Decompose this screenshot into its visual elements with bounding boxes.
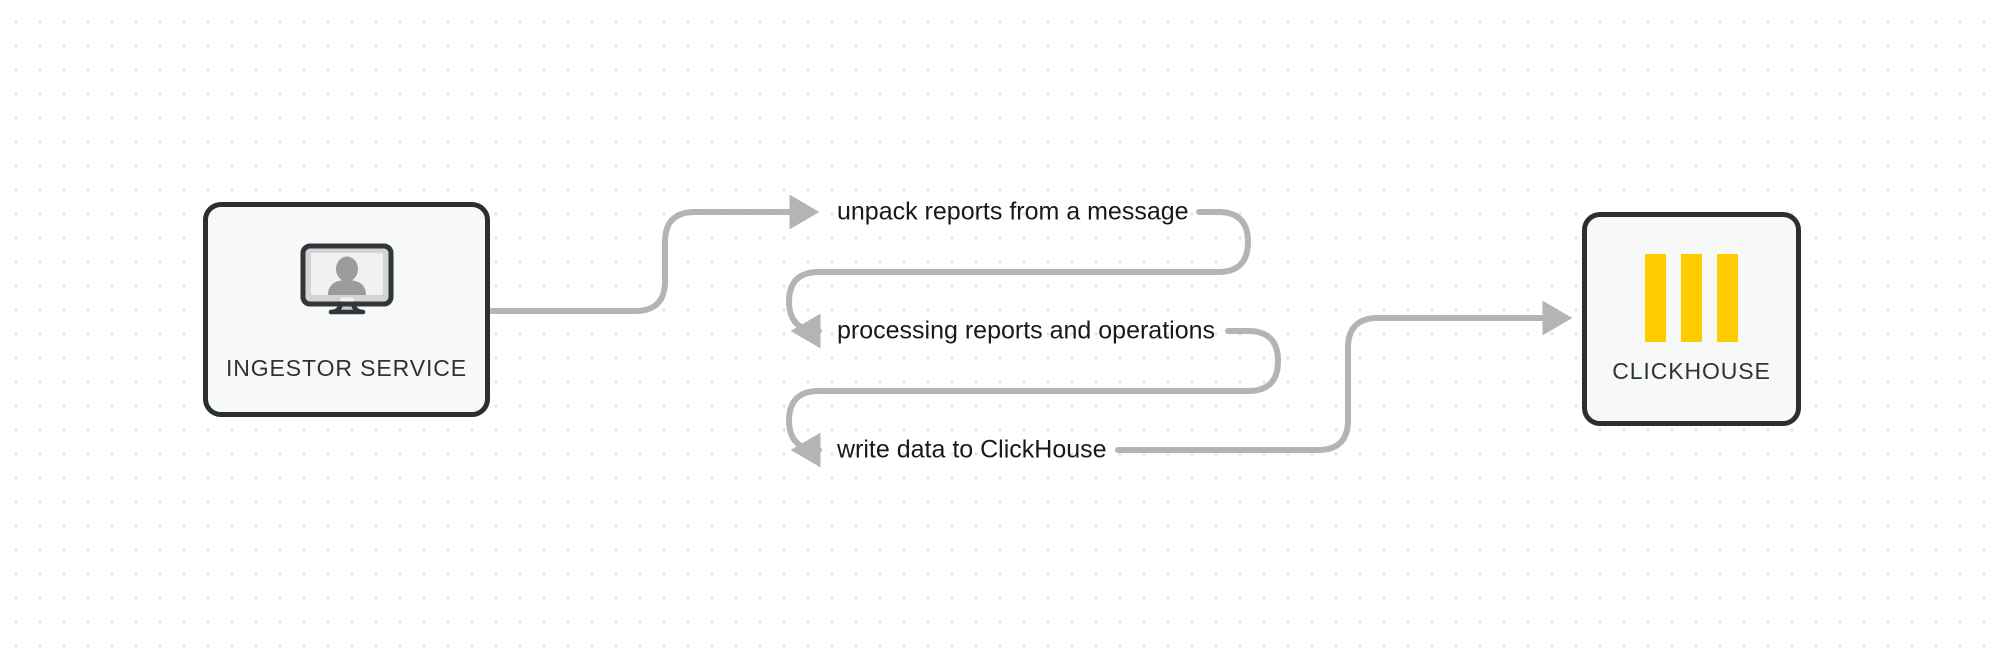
edge-label-step-1: unpack reports from a message (837, 197, 1189, 226)
clickhouse-bar-1 (1645, 253, 1666, 342)
edge-step1-to-step2 (786, 209, 1251, 349)
clickhouse-bar-3 (1717, 253, 1738, 342)
node-clickhouse-label: CLICKHOUSE (1612, 357, 1771, 384)
monitor-user-icon (295, 238, 399, 339)
node-ingestor-service[interactable]: INGESTOR SERVICE (203, 202, 490, 417)
clickhouse-logo-icon (1645, 253, 1738, 342)
edge-label-step-2: processing reports and operations (837, 316, 1216, 345)
node-clickhouse[interactable]: CLICKHOUSE (1582, 212, 1801, 426)
clickhouse-bar-2 (1681, 253, 1702, 342)
edge-step3-to-clickhouse (1115, 300, 1573, 453)
edge-step2-to-step3 (786, 328, 1281, 468)
node-ingestor-service-label: INGESTOR SERVICE (225, 354, 468, 381)
edge-label-step-3: write data to ClickHouse (837, 435, 1107, 464)
edge-ingestor-to-step1 (489, 194, 820, 314)
